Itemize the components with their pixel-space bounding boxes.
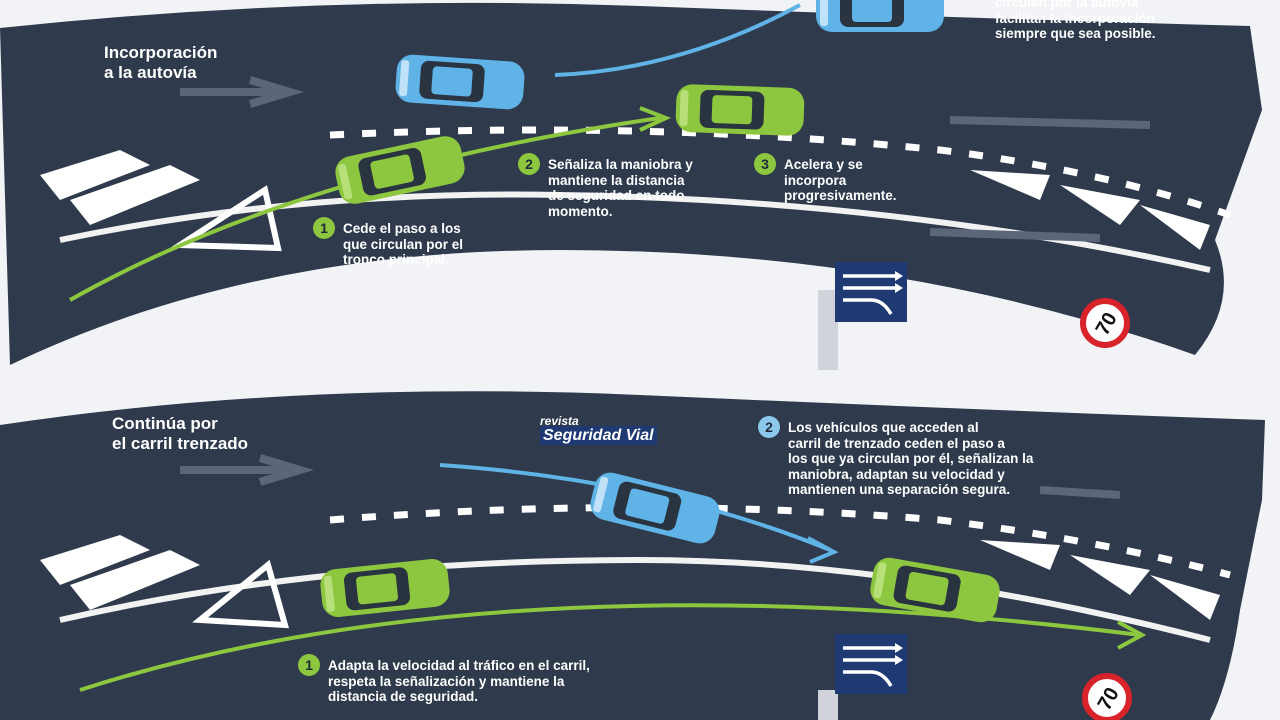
brand-logo: revista Seguridad Vial xyxy=(540,415,657,445)
step-text: Señaliza la maniobra y mantiene la dista… xyxy=(548,157,693,219)
road-top xyxy=(0,2,1262,365)
step-number: 1 xyxy=(313,217,335,239)
step-item: 3 Acelera y se incorpora progresivamente… xyxy=(754,153,897,204)
brand-line1: revista xyxy=(540,414,579,428)
step-text: Los vehículos que acceden al carril de t… xyxy=(788,420,1034,497)
step-number: 2 xyxy=(518,153,540,175)
car-icon xyxy=(394,53,526,111)
car-icon xyxy=(816,0,944,32)
step-text: Adapta la velocidad al tráfico en el car… xyxy=(328,658,590,704)
car-icon xyxy=(675,83,805,137)
step-text: Acelera y se incorpora progresivamente. xyxy=(784,157,897,203)
step-item: 1 Adapta la velocidad al tráfico en el c… xyxy=(298,654,590,705)
lane-sign-icon xyxy=(833,632,909,696)
step-item: 2 Los vehículos que acceden al carril de… xyxy=(758,416,1034,498)
panel-title: Continúa por el carril trenzado xyxy=(112,414,249,453)
panel-title: Incorporación a la autovía xyxy=(104,43,218,82)
top-note: circulan por la autovía facilitan la inc… xyxy=(995,0,1156,41)
step-item: 2 Señaliza la maniobra y mantiene la dis… xyxy=(518,153,693,219)
step-number: 1 xyxy=(298,654,320,676)
step-text: Cede el paso a los que circulan por el t… xyxy=(343,221,464,267)
step-item: 1 Cede el paso a los que circulan por el… xyxy=(313,217,464,268)
lane-sign-icon xyxy=(833,260,909,324)
brand-line2: Seguridad Vial xyxy=(540,426,657,445)
road-bottom xyxy=(0,391,1265,720)
step-number: 2 xyxy=(758,416,780,438)
step-number: 3 xyxy=(754,153,776,175)
